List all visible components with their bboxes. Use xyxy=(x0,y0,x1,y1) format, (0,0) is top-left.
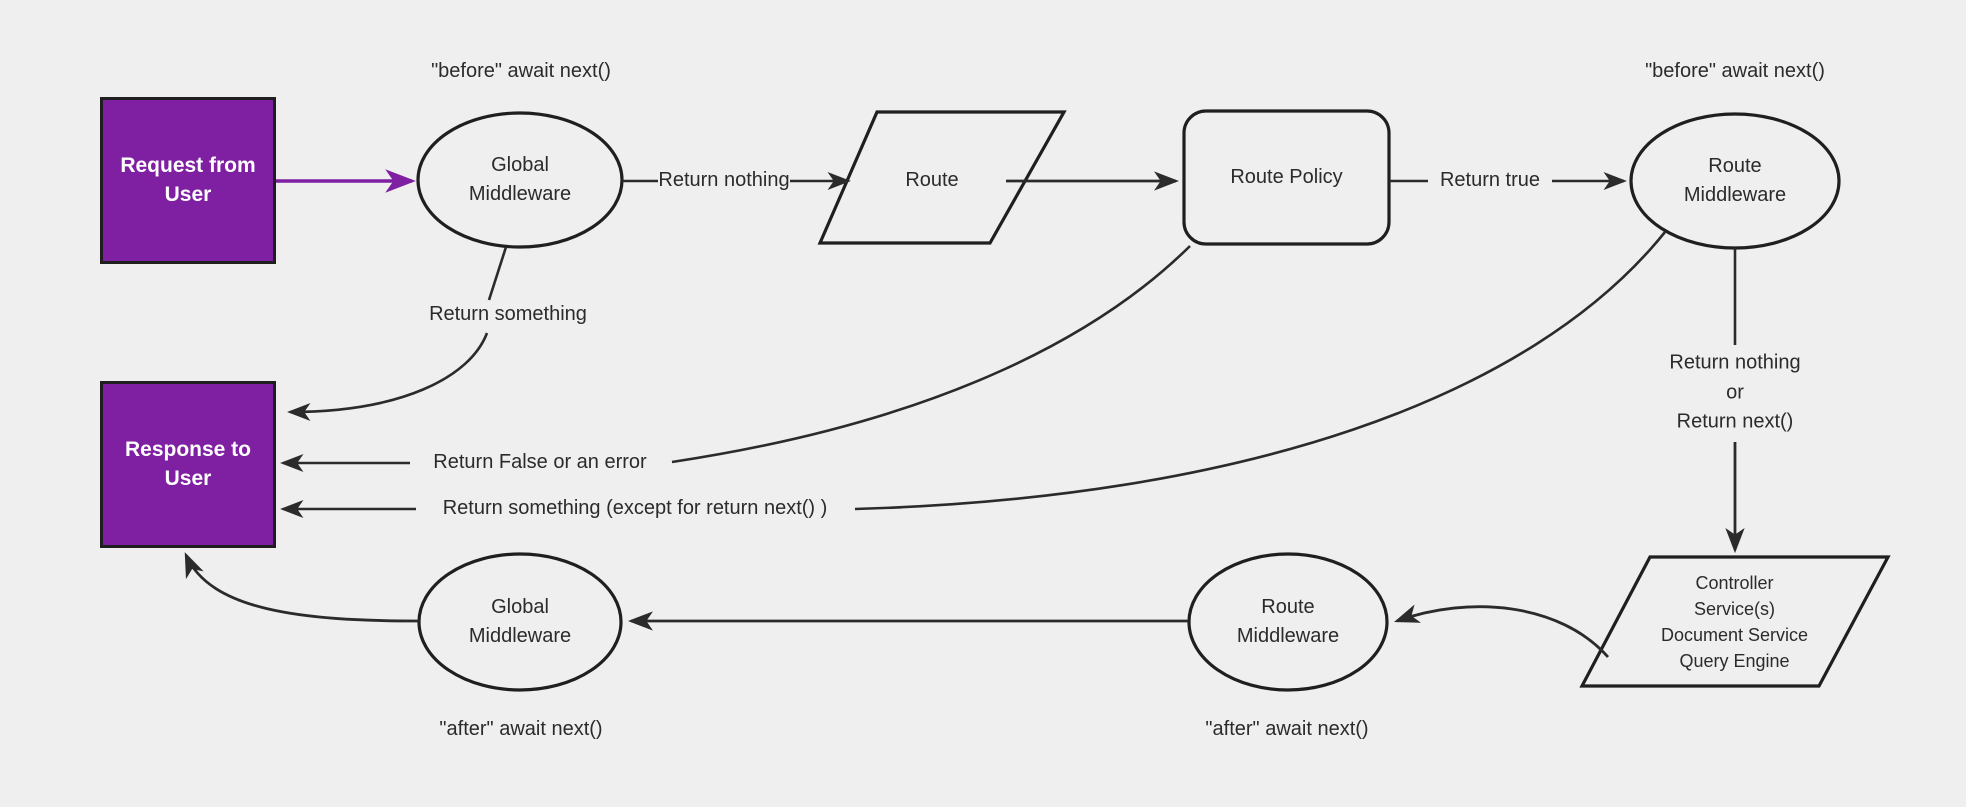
node-response-to-user[interactable]: Response to User xyxy=(100,381,276,548)
edge-label-return-true: Return true xyxy=(1439,169,1541,192)
edge-label-return-nothing-or-next: Return nothing or Return next() xyxy=(1669,351,1801,433)
annotation-after-global: "after" await next() xyxy=(439,718,603,741)
shape-route[interactable] xyxy=(817,110,1067,245)
node-request-from-user-label: Request from User xyxy=(120,154,256,206)
edge-label-return-something-except: Return something (except for return next… xyxy=(442,497,828,520)
shape-global-middleware-before[interactable] xyxy=(416,111,624,249)
edge-policy-to-label-return-false xyxy=(671,245,1191,464)
annotation-before-route: "before" await next() xyxy=(1645,60,1825,83)
edge-label-return-something-to-response xyxy=(287,332,489,421)
edge-label-return-nothing: Return nothing xyxy=(658,169,790,192)
shape-route-middleware-after[interactable] xyxy=(1187,552,1389,692)
edge-label-return-something: Return something xyxy=(429,303,587,326)
edge-label-return-false-or-error: Return False or an error xyxy=(433,451,647,474)
shape-route-policy[interactable] xyxy=(1182,109,1391,246)
annotation-before-global: "before" await next() xyxy=(431,60,611,83)
shape-controller-stack[interactable] xyxy=(1579,555,1891,688)
node-response-to-user-label: Response to User xyxy=(124,438,252,490)
edge-route-middleware-to-label-return-something-except xyxy=(854,231,1667,511)
shape-global-middleware-after[interactable] xyxy=(417,552,623,692)
edge-global-after-to-response xyxy=(184,552,420,623)
edge-global-to-label-return-something xyxy=(487,246,508,301)
edge-controller-to-route-middleware-after xyxy=(1394,604,1610,658)
shape-route-middleware-before[interactable] xyxy=(1629,112,1841,250)
node-request-from-user[interactable]: Request from User xyxy=(100,97,276,264)
annotation-after-route: "after" await next() xyxy=(1205,718,1369,741)
